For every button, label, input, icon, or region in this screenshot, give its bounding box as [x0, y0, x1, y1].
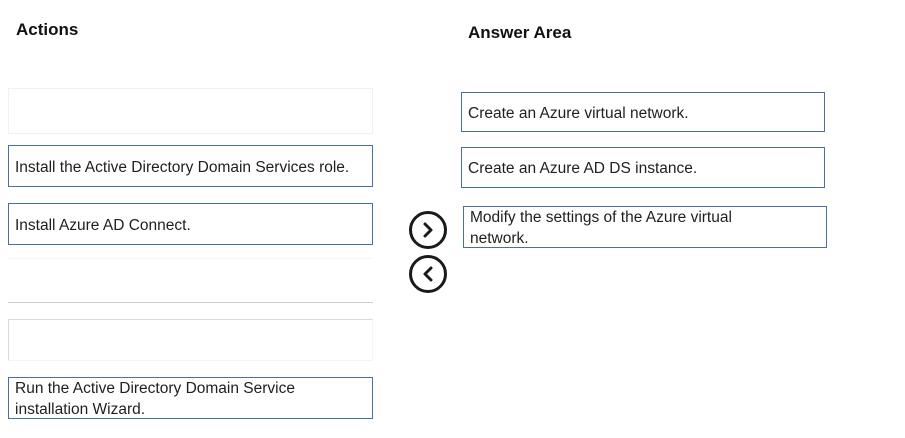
action-item-empty-slot[interactable] — [8, 88, 373, 134]
action-item-label: Run the Active Directory Domain Service … — [15, 380, 295, 418]
answer-item-label: Modify the settings of the Azure virtual… — [470, 209, 732, 247]
answer-item-create-ad-ds-instance[interactable]: Create an Azure AD DS instance. — [461, 147, 825, 188]
action-item-empty-slot[interactable] — [8, 258, 373, 303]
action-item-label: Install Azure AD Connect. — [15, 216, 191, 234]
answer-area-heading: Answer Area — [468, 23, 572, 42]
chevron-right-icon — [423, 222, 433, 238]
actions-heading: Actions — [16, 20, 79, 39]
move-right-button[interactable] — [409, 211, 447, 249]
answer-item-modify-vnet-settings[interactable]: Modify the settings of the Azure virtual… — [463, 206, 827, 248]
action-item-label: Install the Active Directory Domain Serv… — [15, 158, 350, 176]
answer-item-label: Create an Azure virtual network. — [468, 104, 689, 122]
answer-item-label: Create an Azure AD DS instance. — [468, 160, 698, 177]
chevron-left-icon — [423, 266, 433, 282]
action-item-install-azure-ad-connect[interactable]: Install Azure AD Connect. — [8, 203, 373, 245]
action-item-install-ad-ds-role[interactable]: Install the Active Directory Domain Serv… — [8, 145, 373, 187]
action-item-empty-slot[interactable] — [8, 319, 373, 361]
move-left-button[interactable] — [409, 255, 447, 293]
answer-item-create-vnet[interactable]: Create an Azure virtual network. — [461, 92, 825, 132]
action-item-run-ad-ds-wizard[interactable]: Run the Active Directory Domain Service … — [8, 377, 373, 419]
